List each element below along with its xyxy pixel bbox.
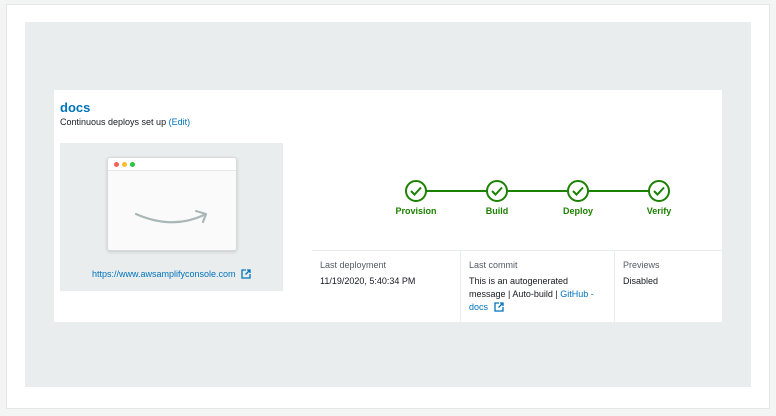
maximize-dot-icon (130, 162, 135, 167)
step-label: Build (485, 206, 509, 216)
pipeline-connector (588, 190, 650, 192)
site-url-link[interactable]: https://www.awsamplifyconsole.com (60, 269, 283, 279)
last-commit-column: Last commit This is an autogenerated mes… (460, 251, 614, 323)
deployment-details: Last deployment 11/19/2020, 5:40:34 PM L… (312, 250, 722, 323)
last-deployment-value: 11/19/2020, 5:40:34 PM (320, 276, 416, 286)
step-label: Deploy (562, 206, 593, 216)
github-docs-link[interactable]: GitHub - docs (469, 289, 594, 312)
amazon-smile-icon (134, 209, 208, 224)
commit-message: This is an autogenerated message | Auto-… (469, 276, 569, 299)
github-docs-link-text[interactable]: GitHub - docs (469, 289, 594, 312)
app-card: docs Continuous deploys set up (Edit) ht… (54, 90, 722, 323)
check-circle-icon (405, 180, 427, 202)
minimize-dot-icon (122, 162, 127, 167)
check-circle-icon (648, 180, 670, 202)
pipeline-step-deploy: Deploy (538, 180, 618, 216)
close-dot-icon (114, 162, 119, 167)
check-circle-icon (567, 180, 589, 202)
edit-link[interactable]: (Edit) (168, 117, 191, 127)
browser-title-bar (108, 158, 236, 171)
site-url-text[interactable]: https://www.awsamplifyconsole.com (91, 269, 236, 279)
deploy-status-text: Continuous deploys set up (Edit) (60, 117, 190, 127)
site-preview: https://www.awsamplifyconsole.com (60, 143, 283, 291)
last-commit-label: Last commit (469, 260, 518, 270)
last-deployment-label: Last deployment (320, 260, 387, 270)
external-link-icon (241, 269, 251, 279)
last-commit-value: This is an autogenerated message | Auto-… (469, 275, 606, 314)
pipeline-connector (426, 190, 488, 192)
pipeline-step-verify: Verify (619, 180, 699, 216)
step-label: Provision (395, 206, 437, 216)
previews-label: Previews (623, 260, 660, 270)
check-circle-icon (486, 180, 508, 202)
step-label: Verify (646, 206, 672, 216)
previews-column: Previews Disabled (614, 251, 722, 323)
app-name-link[interactable]: docs (60, 100, 91, 115)
last-deployment-column: Last deployment 11/19/2020, 5:40:34 PM (312, 251, 460, 323)
external-link-icon (493, 302, 504, 312)
browser-thumbnail (107, 157, 237, 251)
deploy-status-label: Continuous deploys set up (60, 117, 167, 127)
pipeline-step-provision: Provision (376, 180, 456, 216)
pipeline-step-build: Build (457, 180, 537, 216)
previews-value: Disabled (623, 276, 659, 286)
pipeline-connector (507, 190, 569, 192)
